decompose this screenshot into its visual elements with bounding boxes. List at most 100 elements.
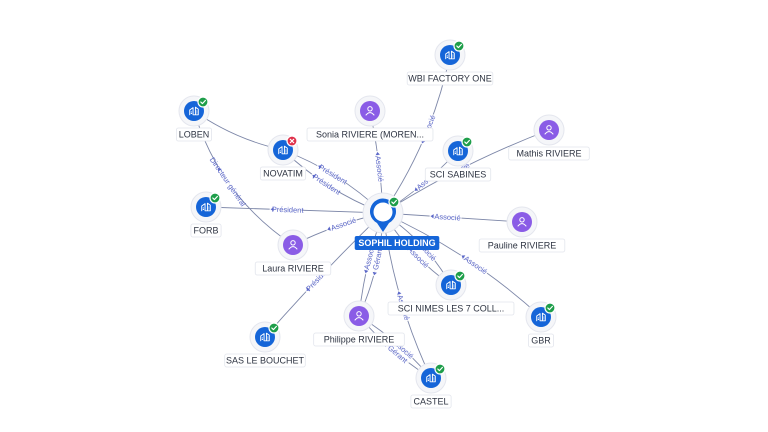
company-node-circle xyxy=(421,368,441,388)
node-label: Pauline RIVIERE xyxy=(488,241,557,251)
node-label-bg xyxy=(259,166,307,181)
graph-node-sonia[interactable]: Sonia RIVIERE (MOREN... xyxy=(306,95,434,142)
active-status-icon xyxy=(453,40,465,52)
edge-arrow-icon xyxy=(375,151,380,156)
node-label-bg xyxy=(254,261,332,276)
node-label: Laura RIVIERE xyxy=(262,264,324,274)
edge-label-group: Associé xyxy=(324,214,358,234)
edge-label: Associé xyxy=(462,254,489,276)
center-node[interactable]: SOPHIL HOLDING xyxy=(354,192,440,250)
edge-arrow-icon xyxy=(312,174,317,179)
graph-node-mathis[interactable]: Mathis RIVIERE xyxy=(508,114,590,161)
active-status-icon xyxy=(197,96,209,108)
building-icon xyxy=(536,312,546,322)
graph-node-laura[interactable]: Laura RIVIERE xyxy=(254,229,332,276)
building-icon xyxy=(446,280,456,290)
company-node-circle xyxy=(196,197,216,217)
edge-label: Président xyxy=(272,205,305,215)
node-label-bg xyxy=(528,333,554,348)
building-icon xyxy=(189,106,199,116)
edge-label-group: Président xyxy=(269,204,305,215)
graph-node-forb[interactable]: FORB xyxy=(190,191,222,238)
graph-node-gbr[interactable]: GBR xyxy=(525,301,557,348)
edge-label-bg xyxy=(214,164,240,196)
edge-arrow-icon xyxy=(270,207,274,212)
node-label: SCI SABINES xyxy=(430,170,487,180)
node-label-bg xyxy=(478,238,566,253)
company-node-circle xyxy=(184,101,204,121)
edge-arrow-icon xyxy=(364,269,369,274)
building-icon xyxy=(278,145,288,155)
graph-node-philippe[interactable]: Philippe RIVIERE xyxy=(313,300,405,347)
edge-label-bg xyxy=(429,211,462,223)
person-icon xyxy=(517,217,527,227)
active-status-icon xyxy=(544,302,556,314)
edge-label-bg xyxy=(309,170,341,196)
edge-arrow-icon xyxy=(414,187,419,191)
edge-label-bg xyxy=(269,204,302,215)
company-node-circle xyxy=(448,141,468,161)
graph-node-nimes[interactable]: SCI NIMES LES 7 COLL... xyxy=(387,269,515,316)
graph-edge[interactable]: Associé xyxy=(382,211,523,223)
graph-node-sas[interactable]: SAS LE BOUCHET xyxy=(224,321,306,368)
center-label-bg xyxy=(354,236,440,250)
node-label: GBR xyxy=(531,336,551,346)
graph-node-novatim[interactable]: NOVATIM xyxy=(259,134,307,181)
node-label: Sonia RIVIERE (MOREN... xyxy=(316,130,424,140)
graph-node-loben[interactable]: LOBEN xyxy=(175,95,213,142)
node-label: NOVATIM xyxy=(263,169,303,179)
company-node-circle xyxy=(273,140,293,160)
nodes-layer: WBI FACTORY ONE LOBEN Sonia RIVIERE (MOREN… xyxy=(175,39,590,409)
person-icon xyxy=(288,240,298,250)
node-label: Mathis RIVIERE xyxy=(516,149,581,159)
building-icon xyxy=(260,332,270,342)
node-label: FORB xyxy=(193,226,218,236)
active-status-icon xyxy=(454,270,466,282)
edge-label-group: Associé xyxy=(429,211,462,223)
edge-arrow-icon xyxy=(372,271,377,276)
building-icon xyxy=(426,373,436,383)
active-status-icon xyxy=(268,322,280,334)
graph-node-wbi[interactable]: WBI FACTORY ONE xyxy=(406,39,494,86)
graph-node-pauline[interactable]: Pauline RIVIERE xyxy=(478,206,566,253)
edge-label-bg xyxy=(315,160,348,186)
company-node-circle xyxy=(531,307,551,327)
edge-arrow-icon xyxy=(430,214,434,219)
node-label: WBI FACTORY ONE xyxy=(408,74,492,84)
person-icon xyxy=(354,311,364,321)
graph-edge[interactable]: Président xyxy=(205,204,384,215)
company-node-circle xyxy=(255,327,275,347)
node-label-bg xyxy=(410,394,452,409)
graph-node-sabines[interactable]: SCI SABINES xyxy=(424,135,492,182)
node-label: SCI NIMES LES 7 COLL... xyxy=(398,304,505,314)
node-label: SAS LE BOUCHET xyxy=(226,356,305,366)
node-label: Philippe RIVIERE xyxy=(324,335,395,345)
node-label: LOBEN xyxy=(179,130,210,140)
edge-label-bg xyxy=(458,250,491,277)
edge-label-bg xyxy=(373,150,387,184)
node-label-bg xyxy=(406,71,494,86)
active-status-icon xyxy=(461,136,473,148)
edge-arrow-icon xyxy=(461,255,466,260)
center-label: SOPHIL HOLDING xyxy=(358,238,435,248)
edge-label-bg xyxy=(360,241,377,276)
node-label-bg xyxy=(306,127,434,142)
building-icon xyxy=(453,146,463,156)
edge-arrow-icon xyxy=(397,291,402,295)
edge-label: Associé xyxy=(330,216,358,233)
node-label-bg xyxy=(313,332,405,347)
center-pin-inner xyxy=(373,202,393,222)
building-icon xyxy=(201,202,211,212)
edge-arrow-icon xyxy=(327,226,331,231)
company-node-circle xyxy=(441,275,461,295)
building-icon xyxy=(445,50,455,60)
node-label-bg xyxy=(508,146,590,161)
active-status-icon xyxy=(388,196,400,208)
edge-label-bg xyxy=(369,243,385,278)
building-icon xyxy=(378,207,388,217)
edge-label: Associé xyxy=(373,155,385,182)
node-label-bg xyxy=(190,223,222,238)
graph-node-castel[interactable]: CASTEL xyxy=(410,362,452,409)
closed-status-icon xyxy=(286,135,298,147)
